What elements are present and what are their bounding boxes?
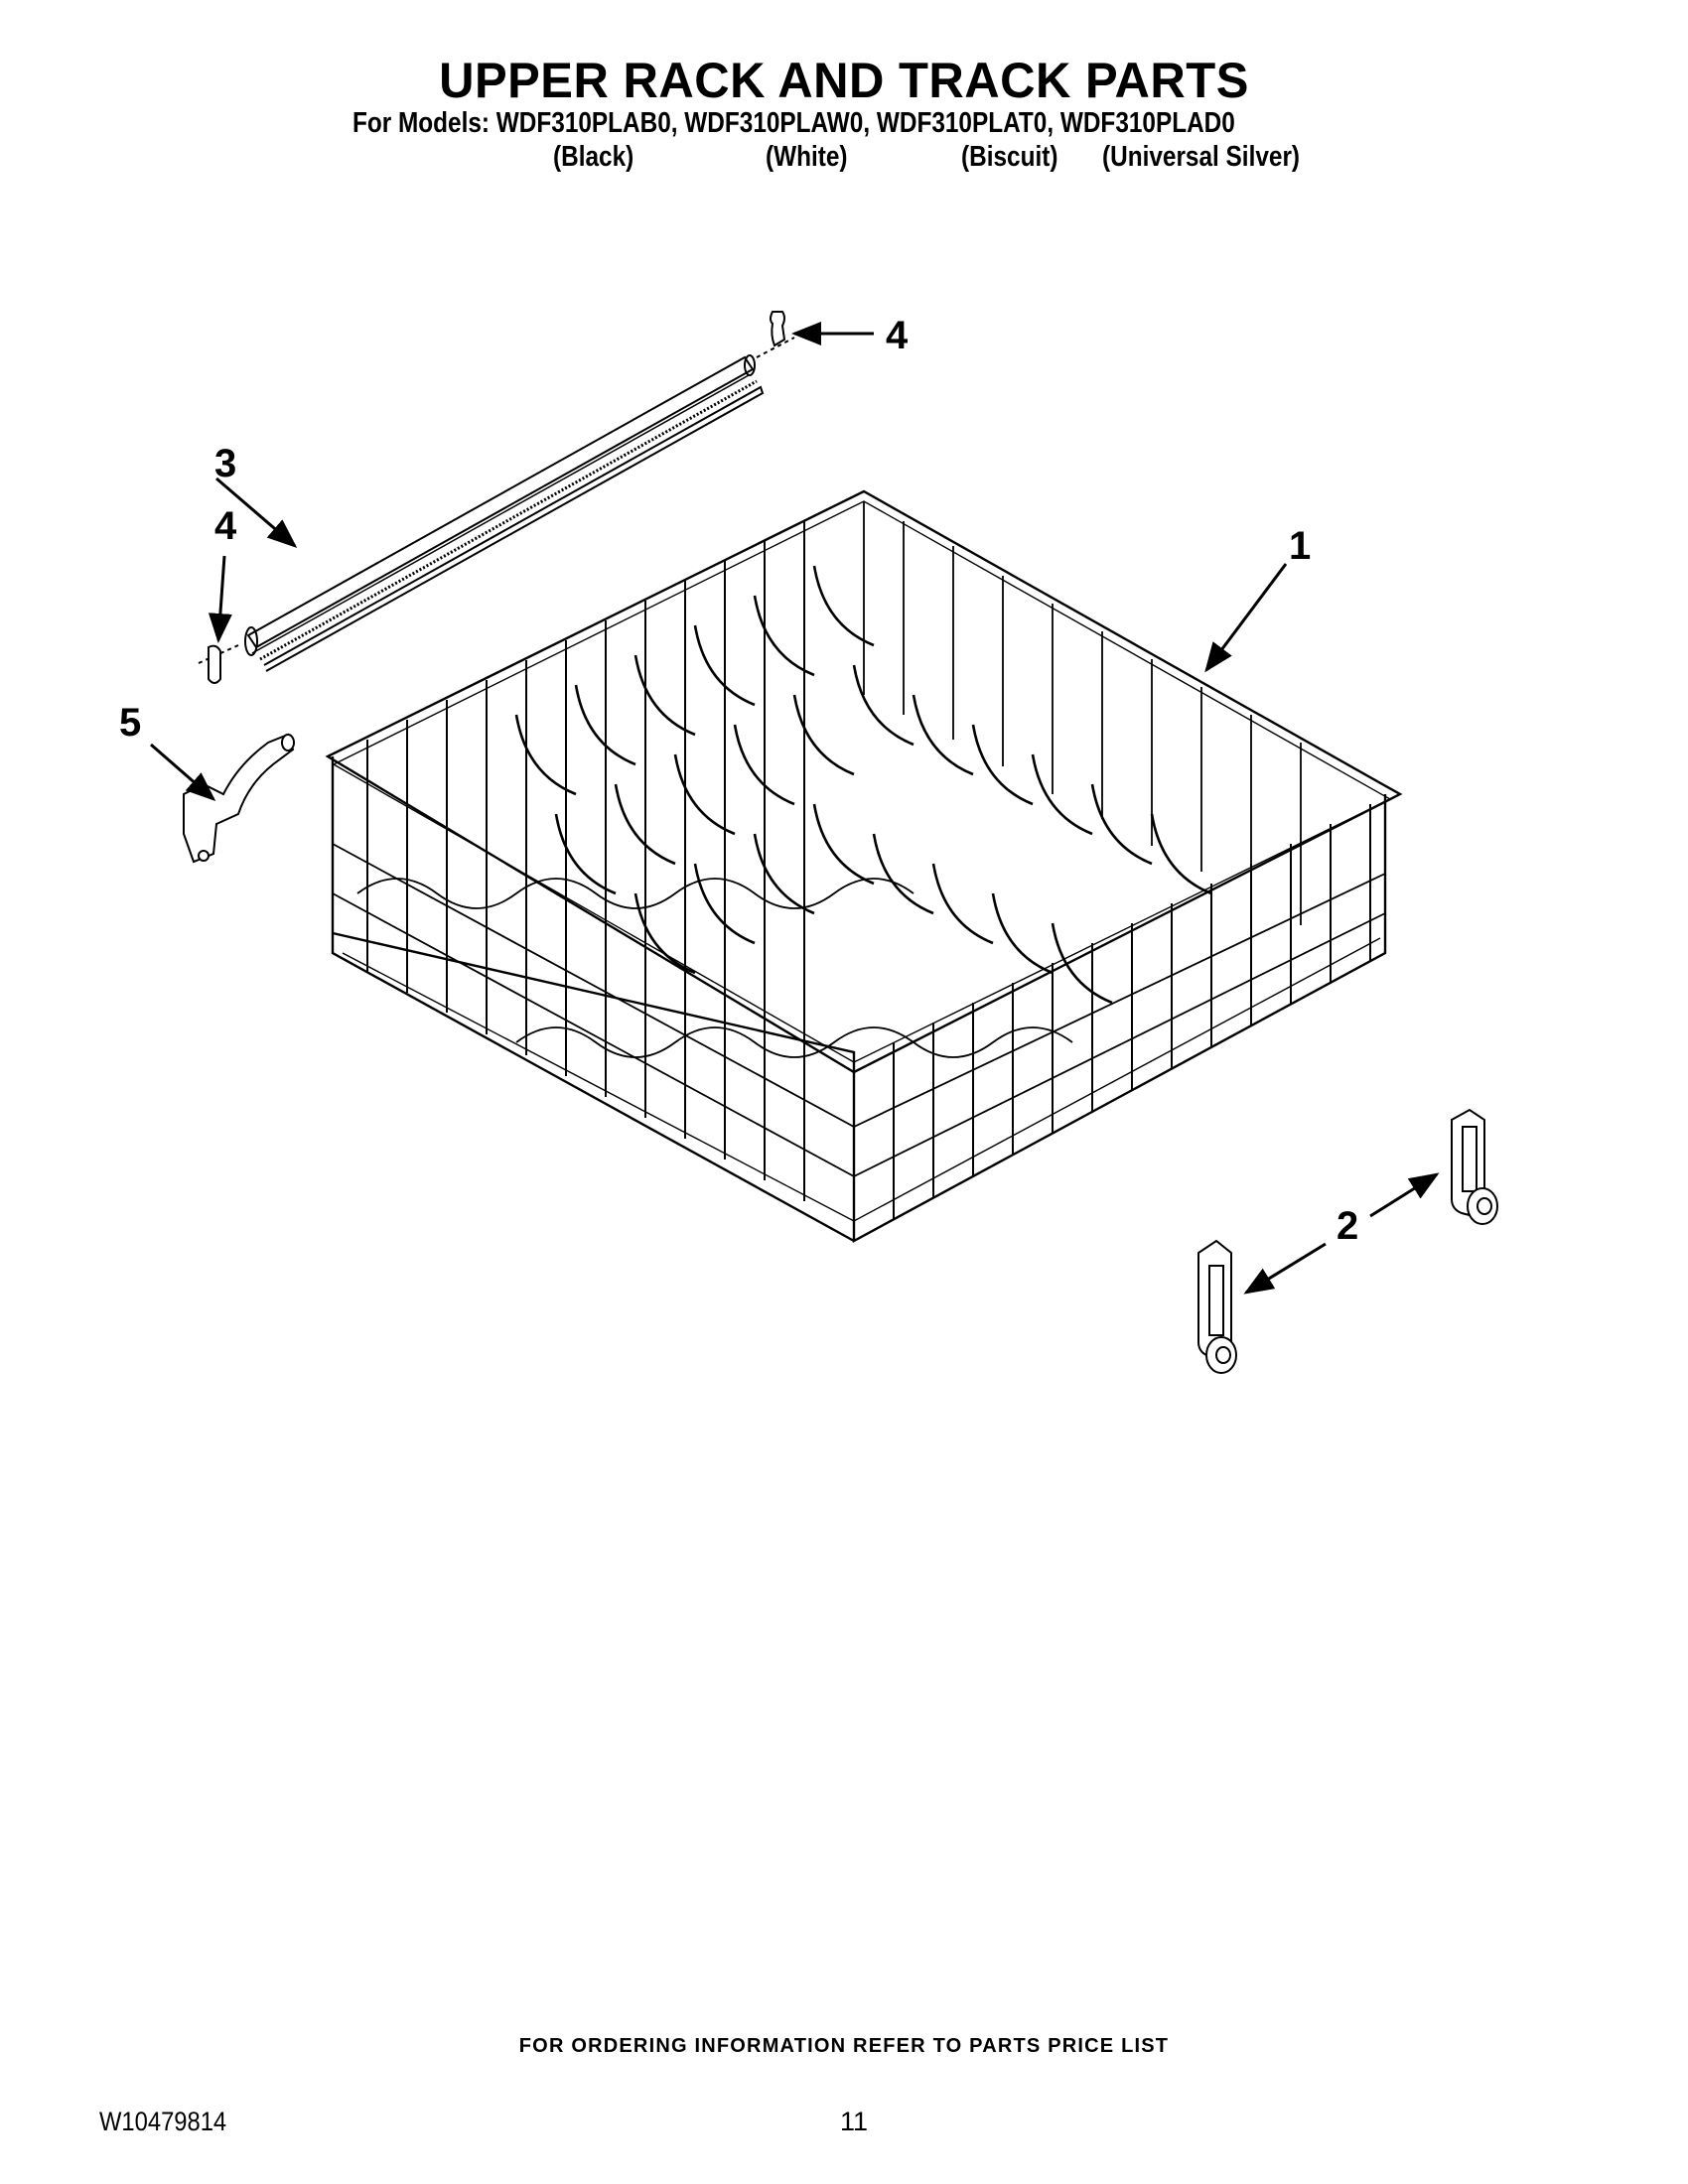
arrow-2-lower xyxy=(1243,1242,1327,1295)
leader-arrows xyxy=(150,322,1440,1295)
page-title: UPPER RACK AND TRACK PARTS xyxy=(439,53,1249,108)
color-black: (Black) xyxy=(553,141,634,173)
arrow-2-upper xyxy=(1369,1172,1440,1218)
rack-roller-adjuster-lower xyxy=(1197,1239,1237,1374)
arrow-3 xyxy=(215,477,298,548)
color-universal-silver: (Universal Silver) xyxy=(1102,141,1301,173)
track-part xyxy=(198,337,795,672)
rack-bracket-part xyxy=(183,733,295,864)
callout-4-top: 4 xyxy=(886,314,909,357)
color-biscuit: (Biscuit) xyxy=(961,141,1058,173)
document-number: W10479814 xyxy=(99,2107,227,2136)
arrow-1 xyxy=(1204,563,1288,673)
callout-2: 2 xyxy=(1336,1204,1359,1248)
page-number: 11 xyxy=(839,2107,869,2136)
rack-roller-adjuster-upper xyxy=(1451,1108,1498,1225)
callout-5: 5 xyxy=(119,701,142,745)
callout-3: 3 xyxy=(214,442,237,485)
upper-rack-part xyxy=(325,489,1403,1244)
color-white: (White) xyxy=(766,141,848,173)
track-end-cap-top xyxy=(770,311,786,347)
arrow-4-left xyxy=(208,555,232,643)
track-end-cap-left xyxy=(208,644,221,684)
callout-1: 1 xyxy=(1289,524,1312,568)
models-line: For Models: WDF310PLAB0, WDF310PLAW0, WD… xyxy=(352,107,1235,139)
callout-4-left: 4 xyxy=(214,504,237,548)
ordering-note: FOR ORDERING INFORMATION REFER TO PARTS … xyxy=(518,2035,1170,2057)
arrow-5 xyxy=(150,743,216,801)
